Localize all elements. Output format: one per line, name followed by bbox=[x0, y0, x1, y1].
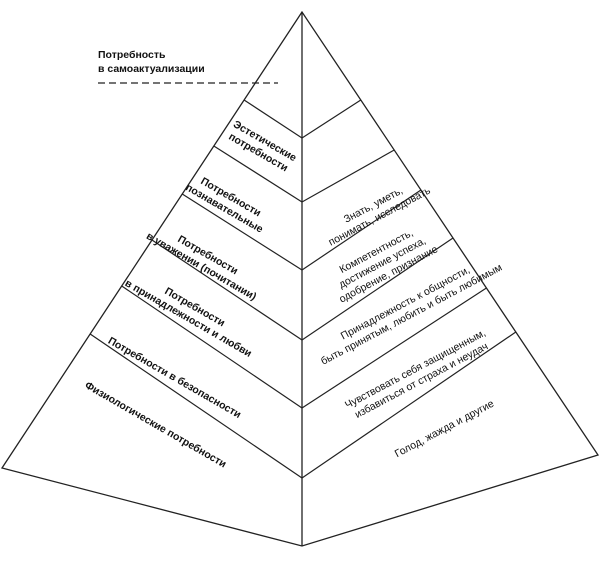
right-divider-4 bbox=[301, 237, 454, 341]
right-divider-3 bbox=[301, 189, 422, 271]
right-divider-2 bbox=[301, 149, 395, 203]
right-divider-1 bbox=[301, 99, 362, 139]
left-divider-2 bbox=[213, 145, 303, 203]
top-label-line: в самоактуализации bbox=[98, 63, 205, 75]
pyramid-lines bbox=[0, 10, 600, 547]
left-divider-4 bbox=[151, 239, 303, 341]
left-divider-3 bbox=[181, 193, 303, 271]
left-divider-6 bbox=[89, 333, 303, 479]
left-divider-1 bbox=[243, 99, 303, 139]
right-divider-6 bbox=[301, 331, 517, 479]
top-label-line: Потребность bbox=[98, 49, 166, 61]
right-divider-5 bbox=[301, 287, 487, 409]
pyramid-outline bbox=[0, 10, 600, 547]
left-divider-5 bbox=[121, 285, 303, 409]
